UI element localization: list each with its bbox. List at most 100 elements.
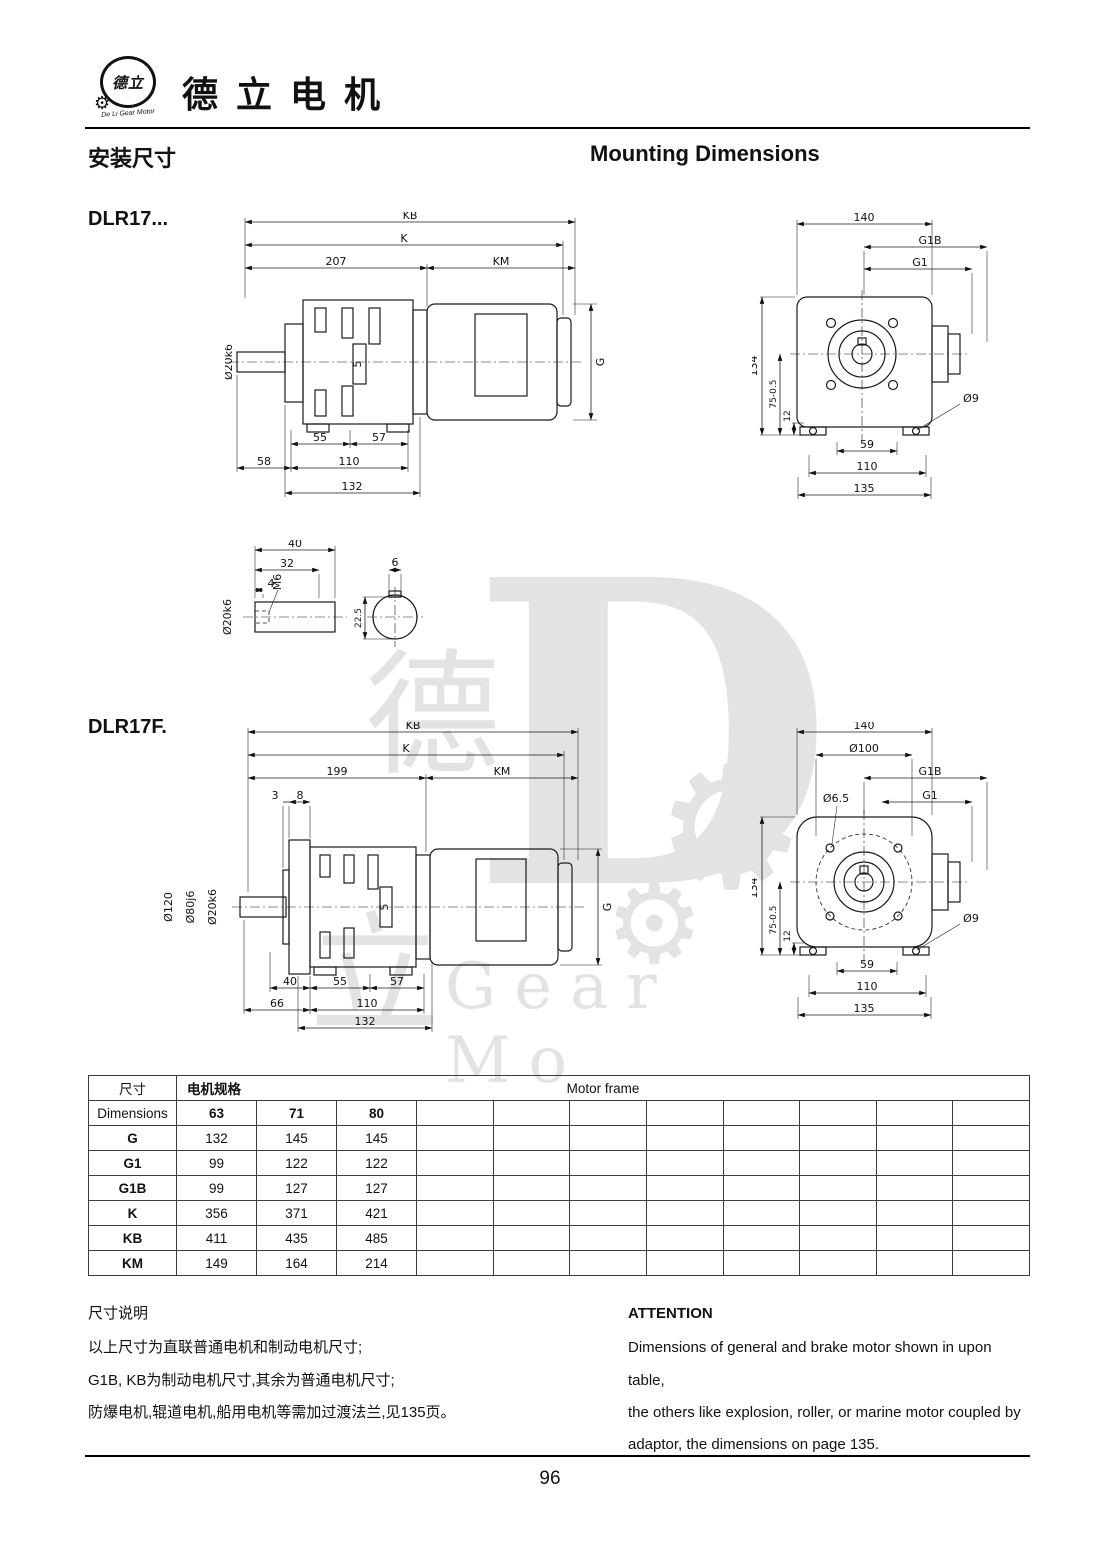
frame-size: 71 (256, 1100, 337, 1126)
dim-label: 40 (283, 975, 297, 988)
dim-label: G1 (912, 256, 928, 269)
dim-label: 6 (392, 556, 399, 569)
table-row: KB 411 435 485 (88, 1225, 1030, 1251)
cell: 132 (176, 1125, 257, 1151)
cell: 122 (336, 1150, 417, 1176)
note-line: adaptor, the dimensions on page 135. (628, 1436, 880, 1453)
dim-label: 32 (280, 557, 294, 570)
dim-label: G (594, 358, 607, 367)
frame-size: 63 (176, 1100, 257, 1126)
dlr17-front-geometry (790, 290, 967, 440)
dim-label: 110 (339, 455, 360, 468)
dim-label: 8 (297, 789, 304, 802)
dim-label: G1 (922, 789, 938, 802)
cell: 99 (176, 1150, 257, 1176)
dlr17f-side-view-drawing: KB K 199 KM 3 8 Ø120 Ø80j6 Ø20k6 5 G (162, 722, 614, 1032)
dlr17f-side-dimensions: KB K 199 KM 3 8 Ø120 Ø80j6 Ø20k6 5 G (162, 722, 614, 1032)
dim-label: 59 (860, 958, 874, 971)
dim-label: KM (493, 255, 510, 268)
row-label: KM (88, 1250, 177, 1276)
dim-label: 5 (351, 361, 364, 368)
dim-label: 57 (372, 431, 386, 444)
dim-label: 110 (857, 980, 878, 993)
header-rule (85, 127, 1030, 129)
dim-label: 135 (854, 482, 875, 495)
dim-label: 199 (327, 765, 348, 778)
dim-label: 3 (272, 789, 279, 802)
gear-icon: ⚙ (94, 93, 111, 113)
dim-label: 40 (288, 540, 302, 550)
table-row: KM 149 164 214 (88, 1250, 1030, 1276)
row-label: G1 (88, 1150, 177, 1176)
dim-label: KB (406, 722, 421, 732)
table-row: K 356 371 421 (88, 1200, 1030, 1226)
dim-label: 135 (854, 1002, 875, 1015)
dlr17-front-dimensions: 140 G1B G1 134 75-0.5 12 Ø9 59 (752, 212, 988, 499)
note-line: Dimensions of general and brake motor sh… (628, 1339, 992, 1389)
dim-label: 132 (355, 1015, 376, 1028)
model-title-dlr17: DLR17... (88, 208, 169, 230)
header-spec-cn: 电机规格 (187, 1082, 241, 1097)
cell: 127 (256, 1175, 337, 1201)
row-label: KB (88, 1225, 177, 1251)
dim-label: G1B (918, 765, 941, 778)
table-header-row-1: 尺寸 电机规格 Motor frame (88, 1075, 1030, 1101)
table-row: G1 99 122 122 (88, 1150, 1030, 1176)
cell: 145 (256, 1125, 337, 1151)
notes-en-title: ATTENTION (628, 1305, 713, 1322)
cell: 421 (336, 1200, 417, 1226)
dim-label: 66 (270, 997, 284, 1010)
dlr17f-side-geometry (232, 839, 584, 976)
dim-label: Ø20k6 (225, 344, 235, 380)
dim-label: 75-0.5 (769, 379, 779, 408)
note-line: 以上尺寸为直联普通电机和制动电机尺寸; (88, 1339, 363, 1357)
dim-label: Ø20k6 (221, 599, 234, 635)
dimensions-table: 尺寸 电机规格 Motor frame Dimensions 63 71 80 … (88, 1075, 1030, 1276)
header-motor-frame: Motor frame (566, 1080, 640, 1096)
dlr17f-front-dimensions: 140 Ø100 G1B Ø6.5 G1 134 75-0.5 12 Ø9 (752, 722, 988, 1019)
watermark-gear-icon: ⚙ (605, 863, 704, 986)
shaft-detail-drawing: 40 32 4 M6 Ø20k6 6 22.5 (221, 540, 423, 647)
dim-label: 12 (783, 410, 793, 421)
dim-label: M6 (271, 574, 284, 591)
dlr17-side-view-drawing: KB K 207 KM Ø20k6 5 G 55 57 58 110 (225, 212, 607, 497)
shaft-detail-dimensions: 40 32 4 M6 Ø20k6 6 22.5 (221, 540, 402, 640)
dlr17f-front-geometry (790, 810, 968, 962)
cell: 164 (256, 1250, 337, 1276)
dim-label: 55 (333, 975, 347, 988)
dim-label: 134 (752, 878, 760, 899)
header-dim-en: Dimensions (88, 1100, 177, 1126)
dlr17-side-geometry (229, 299, 583, 433)
dim-label: 57 (390, 975, 404, 988)
dim-label: 58 (257, 455, 271, 468)
dim-label: K (400, 232, 408, 245)
dim-label: 110 (857, 460, 878, 473)
frame-size: 80 (336, 1100, 417, 1126)
dim-label: 12 (783, 930, 793, 941)
note-line: the others like explosion, roller, or ma… (628, 1403, 1021, 1421)
header-dim-cn: 尺寸 (88, 1075, 177, 1101)
table-row: G1B 99 127 127 (88, 1175, 1030, 1201)
brand-logo: 德立 ⚙ De Li Gear Motor (85, 56, 171, 119)
row-label: G1B (88, 1175, 177, 1201)
dim-label: 75-0.5 (769, 905, 779, 934)
cell: 127 (336, 1175, 417, 1201)
dlr17f-front-view-drawing: 140 Ø100 G1B Ø6.5 G1 134 75-0.5 12 Ø9 (752, 722, 988, 1019)
table-header-row-2: Dimensions 63 71 80 (88, 1100, 1030, 1126)
dim-label: 110 (357, 997, 378, 1010)
dim-label: 140 (854, 722, 875, 732)
footer-rule (85, 1455, 1030, 1457)
note-line: G1B, KB为制动电机尺寸,其余为普通电机尺寸; (88, 1371, 395, 1389)
dim-label: KB (403, 212, 418, 222)
cell: 99 (176, 1175, 257, 1201)
cell: 214 (336, 1250, 417, 1276)
row-label: K (88, 1200, 177, 1226)
page-number: 96 (539, 1468, 561, 1489)
dim-label: Ø80j6 (184, 891, 197, 924)
cell: 122 (256, 1150, 337, 1176)
notes-cn-title: 尺寸说明 (88, 1305, 149, 1322)
cell: 411 (176, 1225, 257, 1251)
section-title-cn: 安装尺寸 (88, 146, 177, 171)
logo-chinese-text: 德立 (111, 74, 144, 92)
dim-label: Ø120 (162, 892, 175, 922)
